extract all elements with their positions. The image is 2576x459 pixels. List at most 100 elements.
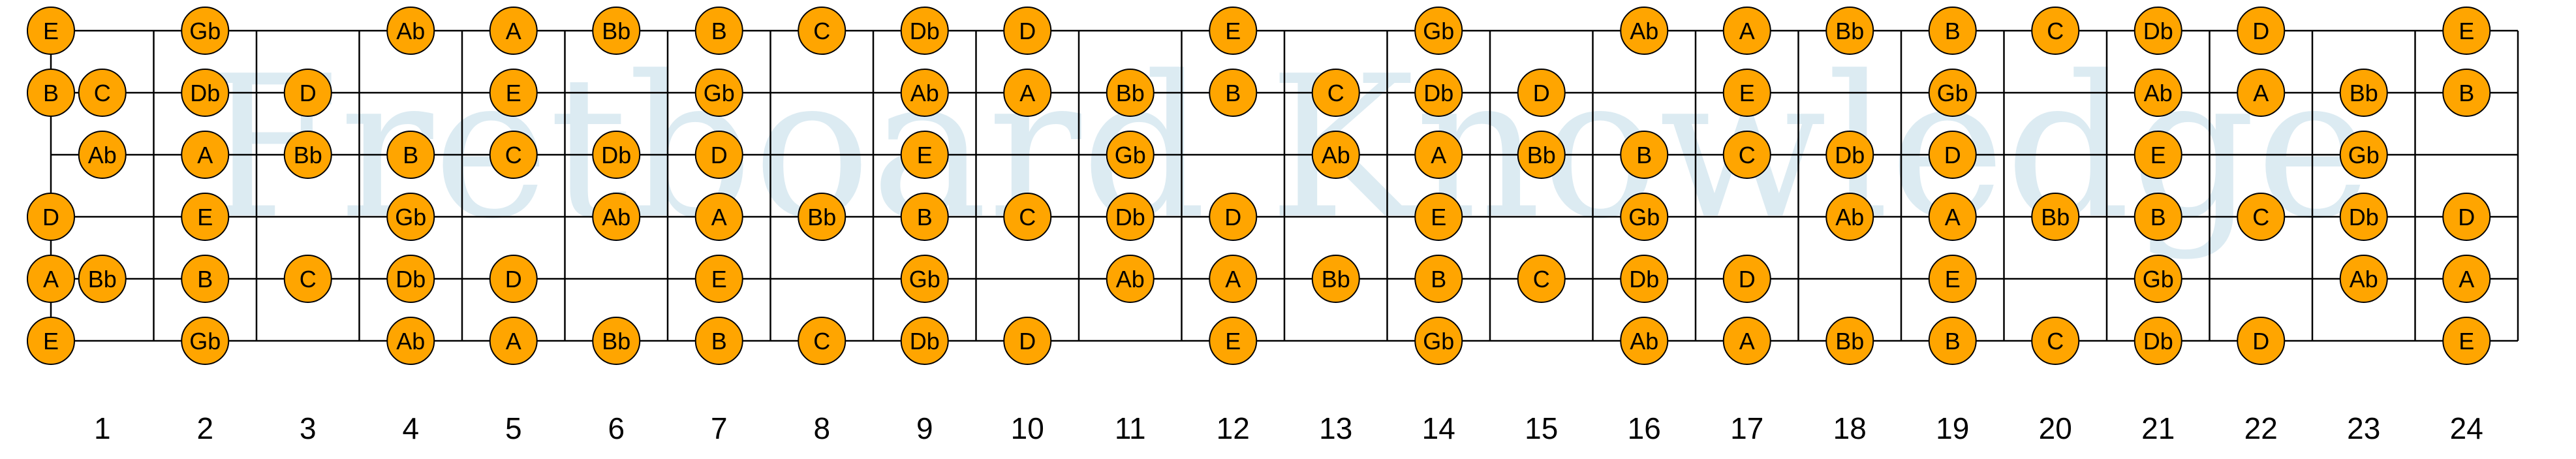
note-marker: B	[1928, 317, 1977, 365]
note-circle	[1003, 69, 1052, 117]
note-circle	[27, 317, 75, 365]
note-marker: B	[386, 131, 435, 179]
note-marker: Db	[900, 7, 949, 55]
note-label: C	[813, 18, 830, 44]
note-label: E	[1739, 80, 1755, 106]
note-marker: Bb	[592, 7, 641, 55]
note-label: D	[2458, 204, 2475, 230]
note-label: C	[2252, 204, 2269, 230]
note-label: Db	[1835, 142, 1865, 168]
note-marker: Bb	[78, 255, 127, 303]
note-marker: Ab	[1620, 317, 1669, 365]
note-circle	[900, 7, 949, 55]
note-circle	[489, 317, 538, 365]
fret-number: 18	[1833, 411, 1867, 445]
note-marker: A	[1722, 7, 1771, 55]
note-circle	[798, 317, 846, 365]
fret-number: 11	[1115, 411, 1146, 445]
fret-number: 24	[2450, 411, 2483, 445]
note-marker: E	[2442, 7, 2491, 55]
note-circle	[694, 255, 743, 303]
note-label: Bb	[88, 266, 117, 293]
note-circle	[694, 7, 743, 55]
note-label: C	[2047, 328, 2064, 355]
note-marker: B	[1928, 7, 1977, 55]
note-circle	[1209, 193, 1258, 241]
note-circle	[1414, 317, 1463, 365]
note-label: B	[917, 204, 933, 230]
fret-number: 14	[1422, 411, 1455, 445]
note-label: D	[1739, 266, 1756, 293]
note-label: Bb	[602, 18, 630, 44]
note-circle	[2134, 131, 2182, 179]
note-label: Ab	[1322, 142, 1350, 168]
note-circle	[694, 317, 743, 365]
note-label: D	[1944, 142, 1961, 168]
note-circle	[1414, 7, 1463, 55]
note-label: E	[1431, 204, 1446, 230]
note-circle	[283, 131, 332, 179]
note-label: C	[1327, 80, 1344, 106]
note-circle	[1311, 131, 1360, 179]
note-circle	[2031, 193, 2080, 241]
note-circle	[1620, 193, 1669, 241]
note-marker: E	[2442, 317, 2491, 365]
note-label: Gb	[189, 18, 221, 44]
note-marker: Gb	[1414, 7, 1463, 55]
note-marker: C	[2031, 317, 2080, 365]
note-label: Gb	[2348, 142, 2380, 168]
note-marker: Gb	[181, 317, 230, 365]
note-marker: Db	[1620, 255, 1669, 303]
fret-number: 10	[1011, 411, 1044, 445]
note-circle	[283, 69, 332, 117]
note-circle	[27, 193, 75, 241]
note-circle	[2031, 317, 2080, 365]
note-marker: E	[181, 193, 230, 241]
note-circle	[1928, 255, 1977, 303]
note-label: Gb	[704, 80, 735, 106]
note-circle	[1209, 255, 1258, 303]
note-label: B	[1945, 18, 1961, 44]
note-circle	[1414, 193, 1463, 241]
note-marker: B	[1620, 131, 1669, 179]
note-label: Bb	[2041, 204, 2070, 230]
note-marker: Gb	[900, 255, 949, 303]
note-circle	[27, 69, 75, 117]
note-label: A	[1225, 266, 1241, 293]
note-label: B	[2150, 204, 2166, 230]
note-marker: A	[2442, 255, 2491, 303]
note-label: B	[711, 328, 727, 355]
note-label: B	[1636, 142, 1652, 168]
note-label: B	[197, 266, 213, 293]
note-label: Gb	[395, 204, 426, 230]
note-marker: Db	[386, 255, 435, 303]
note-label: Bb	[294, 142, 322, 168]
note-circle	[386, 255, 435, 303]
note-label: E	[2150, 142, 2166, 168]
note-marker: B	[694, 317, 743, 365]
note-label: E	[43, 328, 59, 355]
note-circle	[1928, 69, 1977, 117]
note-marker: Gb	[1928, 69, 1977, 117]
note-marker: A	[1414, 131, 1463, 179]
note-circle	[386, 317, 435, 365]
note-marker: D	[1003, 7, 1052, 55]
note-circle	[2237, 193, 2286, 241]
note-circle	[900, 69, 949, 117]
note-label: A	[197, 142, 213, 168]
note-marker: D	[1722, 255, 1771, 303]
note-marker: C	[1517, 255, 1566, 303]
note-label: E	[506, 80, 521, 106]
fret-number: 20	[2039, 411, 2072, 445]
note-label: Bb	[1835, 328, 1864, 355]
note-marker: A	[1209, 255, 1258, 303]
note-label: Bb	[602, 328, 630, 355]
note-circle	[1722, 7, 1771, 55]
note-circle	[1209, 317, 1258, 365]
note-label: Ab	[2144, 80, 2173, 106]
note-circle	[1414, 131, 1463, 179]
note-circle	[592, 193, 641, 241]
note-label: C	[1019, 204, 1036, 230]
note-circle	[1722, 131, 1771, 179]
note-label: Ab	[2350, 266, 2378, 293]
